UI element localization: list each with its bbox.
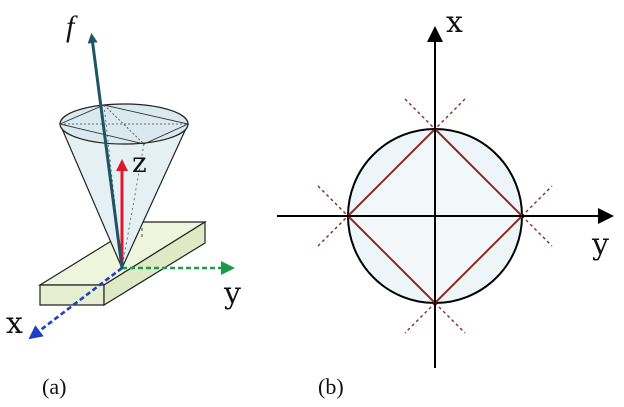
z-label: z [132,146,147,179]
caption-a: (a) [42,374,66,399]
cone-gen-2 [121,143,145,269]
caption-b: (b) [318,374,344,399]
cone-diag-1 [103,104,145,145]
cone [58,103,190,270]
panel-b: x y (b) [277,5,614,399]
f-label: f [66,10,78,43]
f-vector-arrow [87,33,124,269]
x-axis-arrow [28,266,123,340]
x-label-a: x [6,306,23,341]
block-side [103,220,206,307]
panel-a: f z y x (a) [6,10,241,399]
y-label-b: y [591,227,609,262]
x-label-b: x [446,5,463,40]
y-label-a: y [223,276,241,311]
